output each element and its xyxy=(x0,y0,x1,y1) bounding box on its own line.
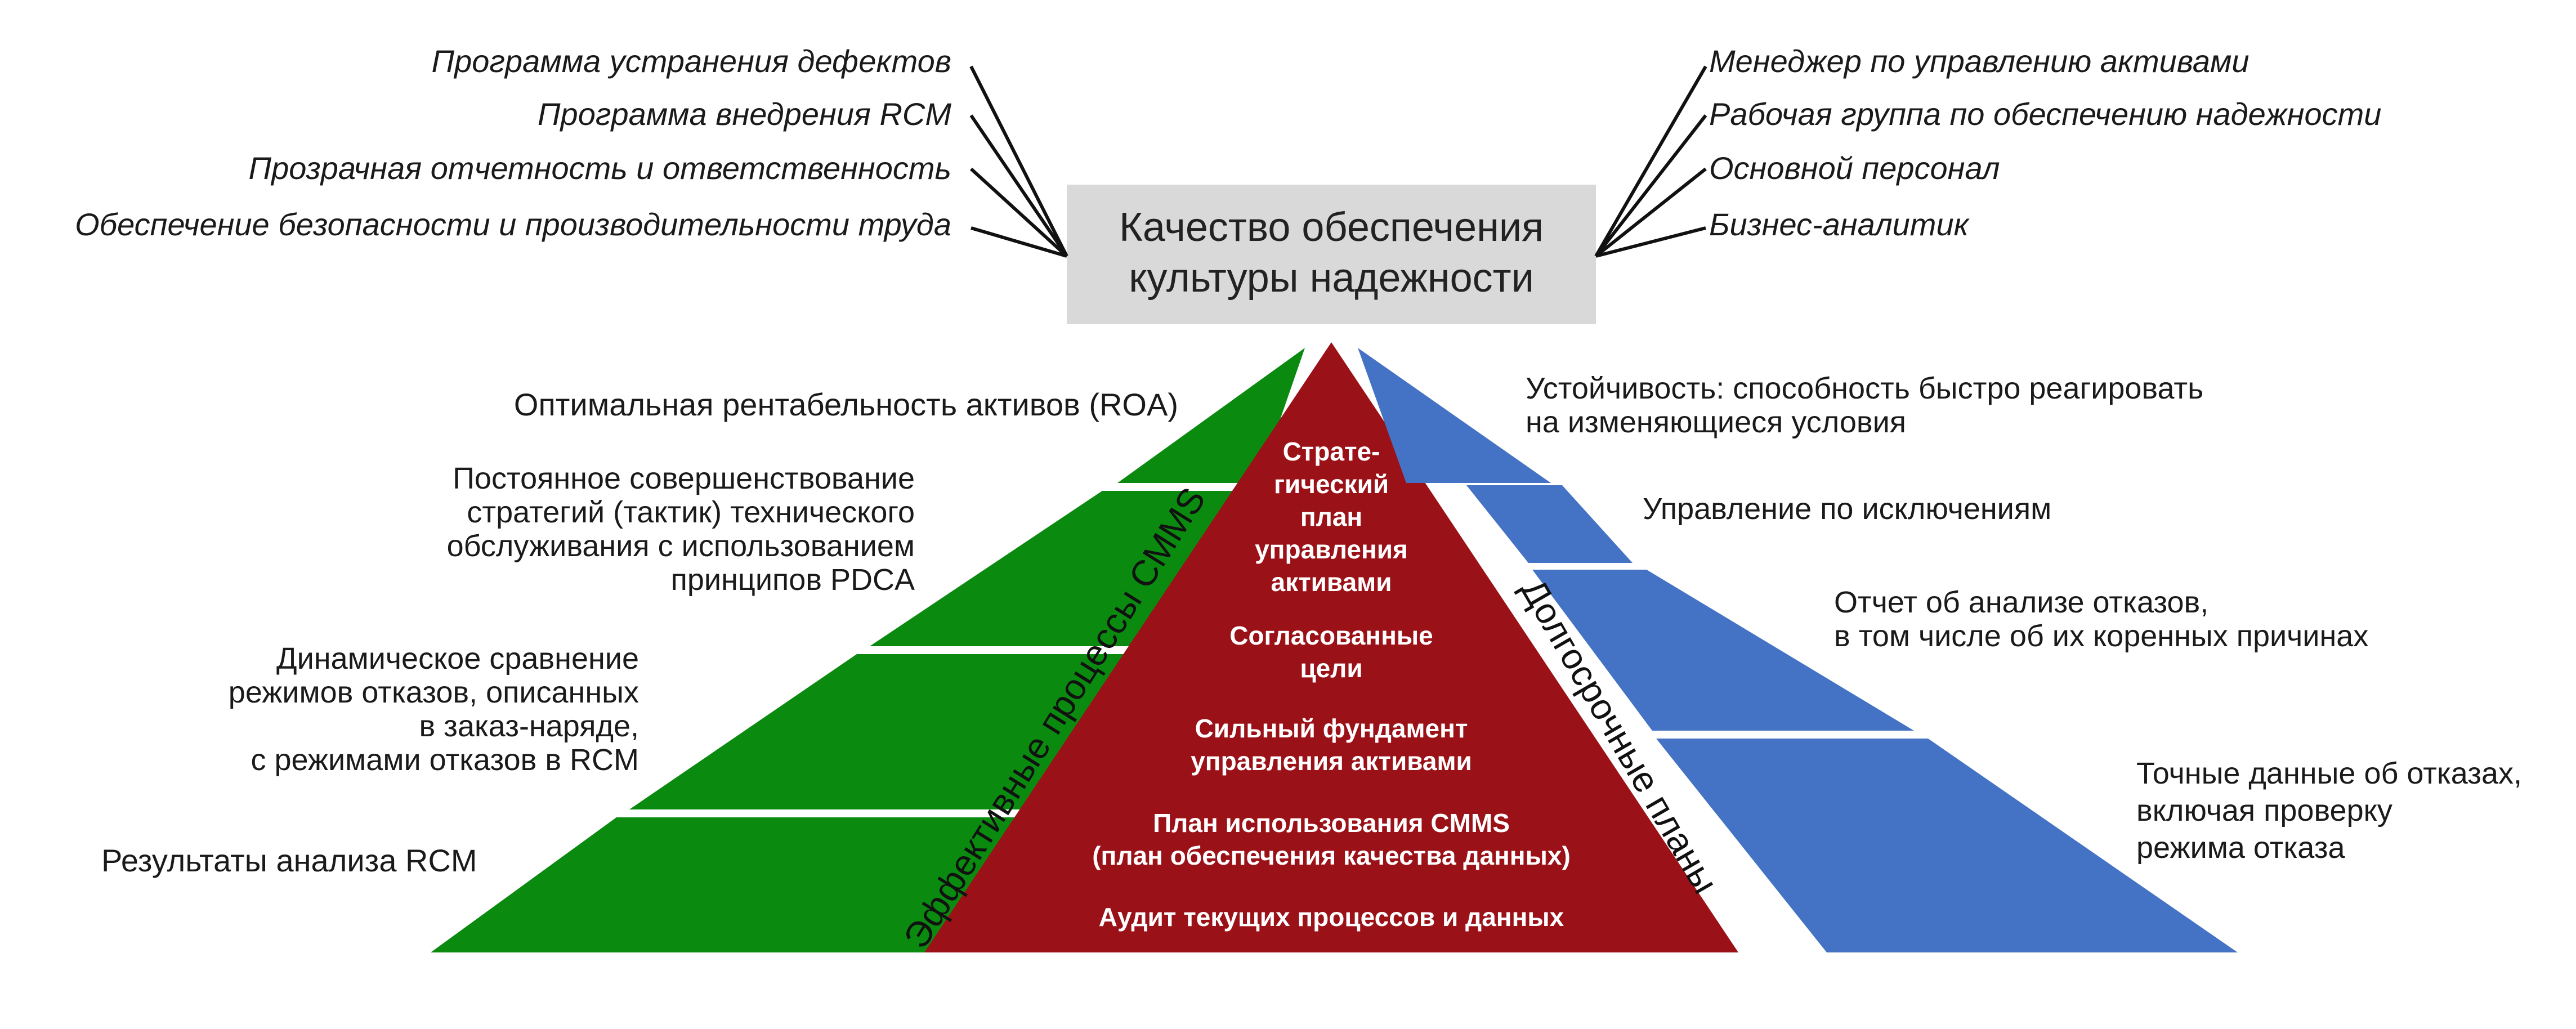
strategic-line-3: план xyxy=(1300,502,1362,531)
title-line-2: культуры надежности xyxy=(1129,256,1534,301)
strategic-line-2: гический xyxy=(1274,469,1389,499)
label-pdca-4: принципов PDCA xyxy=(671,563,915,597)
center-triangle xyxy=(924,342,1738,952)
top-left-item-1: Программа устранения дефектов xyxy=(432,43,951,79)
center-text: Страте- гический план управления активам… xyxy=(1092,437,1571,932)
label-failure-data-3: режима отказа xyxy=(2136,831,2345,865)
label-compare-3: в заказ-наряде, xyxy=(419,709,639,743)
top-left-item-3: Прозрачная отчетность и ответственность xyxy=(249,150,952,186)
label-failure-data-2: включая проверку xyxy=(2136,794,2392,827)
strategic-line-4: управления xyxy=(1255,535,1408,564)
label-pdca-2: стратегий (тактик) технического xyxy=(467,495,915,529)
green-band-1 xyxy=(1117,348,1305,483)
label-compare-1: Динамическое сравнение xyxy=(276,642,639,675)
label-resilience-2: на изменяющиеся условия xyxy=(1526,405,1906,439)
top-left-item-2: Программа внедрения RCM xyxy=(538,96,951,132)
strategic-line-5: активами xyxy=(1271,567,1392,597)
strategic-line-1: Страте- xyxy=(1283,437,1380,466)
label-pdca-3: обслуживания с использованием xyxy=(447,529,915,563)
title-line-1: Качество обеспечения xyxy=(1119,205,1544,250)
label-failure-data-1: Точные данные об отказах, xyxy=(2136,757,2522,790)
top-left-item-4: Обеспечение безопасности и производитель… xyxy=(75,207,951,242)
cmms-plan-line-2: (план обеспечения качества данных) xyxy=(1092,841,1571,870)
cmms-plan-line-1: План использования CMMS xyxy=(1153,808,1510,838)
label-failure-report-2: в том числе об их коренных причинах xyxy=(1834,619,2368,653)
left-connector-lines xyxy=(969,65,1068,258)
goals-line-1: Согласованные xyxy=(1229,621,1433,650)
label-resilience-1: Устойчивость: способность быстро реагиро… xyxy=(1526,372,2203,405)
top-right-item-3: Основной персонал xyxy=(1709,150,2000,186)
goals-line-2: цели xyxy=(1300,654,1362,683)
blue-band-1 xyxy=(1358,348,1551,483)
label-roa: Оптимальная рентабельность активов (ROA) xyxy=(514,387,1178,422)
foundation-line-2: управления активами xyxy=(1191,746,1472,776)
foundation-line-1: Сильный фундамент xyxy=(1195,714,1468,743)
blue-band-4 xyxy=(1656,739,2238,952)
audit-line: Аудит текущих процессов и данных xyxy=(1099,902,1564,932)
label-compare-4: с режимами отказов в RCM xyxy=(251,743,639,777)
blue-wing xyxy=(1358,348,2238,952)
label-compare-2: режимов отказов, описанных xyxy=(229,675,639,709)
label-rcm-results: Результаты анализа RCM xyxy=(101,843,477,878)
top-right-item-4: Бизнес-аналитик xyxy=(1709,207,1970,242)
title-box xyxy=(1067,185,1596,324)
label-pdca-1: Постоянное совершенствование xyxy=(453,462,915,495)
label-failure-report-1: Отчет об анализе отказов, xyxy=(1834,585,2208,619)
top-right-item-2: Рабочая группа по обеспечению надежности xyxy=(1709,96,2381,132)
top-right-item-1: Менеджер по управлению активами xyxy=(1709,43,2249,79)
blue-band-3 xyxy=(1532,570,1914,731)
label-exceptions: Управление по исключениям xyxy=(1643,492,2051,526)
right-connector-lines xyxy=(1594,65,1707,258)
blue-band-2 xyxy=(1466,485,1633,563)
